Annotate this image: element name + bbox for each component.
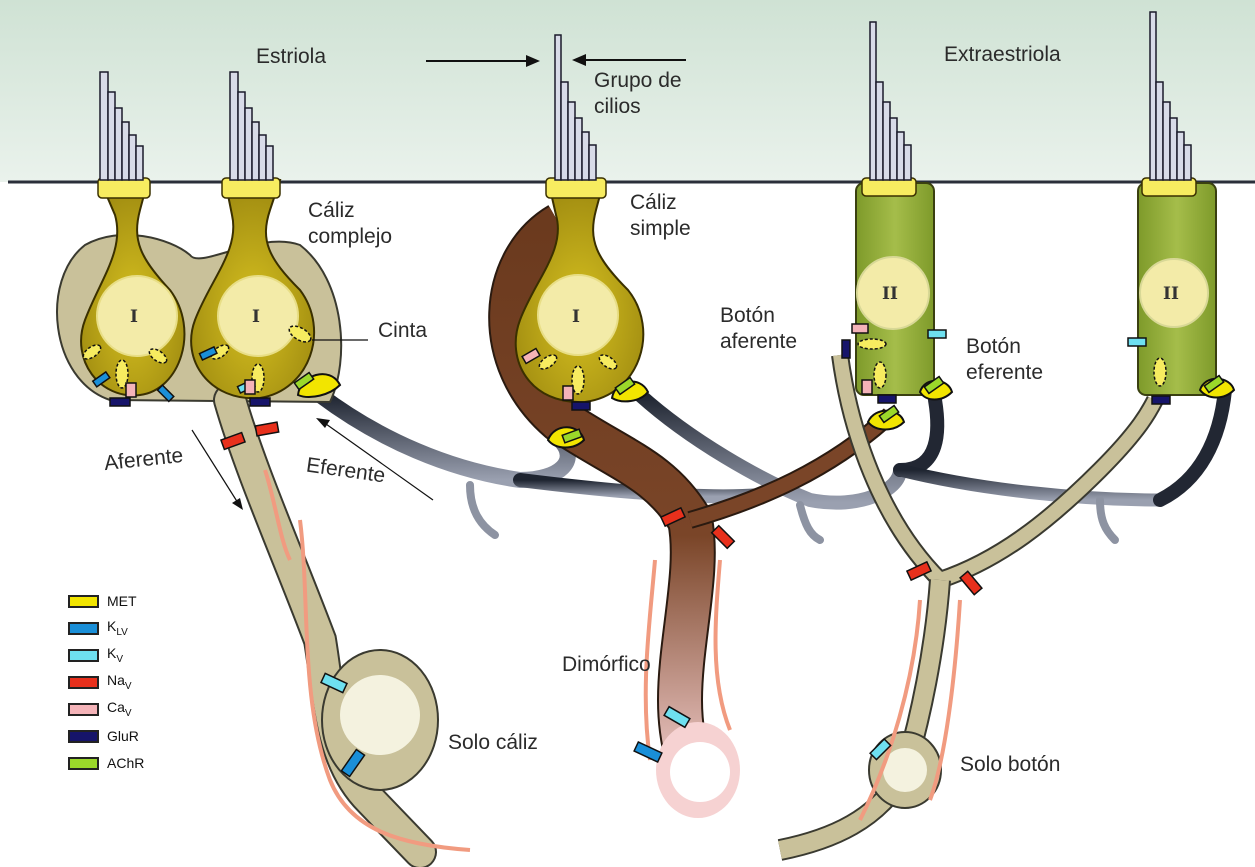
legend-label: KLV bbox=[107, 618, 128, 638]
label-caliz-simple: Cáliz simple bbox=[630, 190, 720, 242]
type-one-label-2: I bbox=[252, 307, 260, 327]
label-estriola: Estriola bbox=[256, 44, 326, 70]
type-one-hair-cell-right bbox=[191, 178, 314, 398]
legend-swatch bbox=[68, 622, 99, 635]
legend: MET KLV KV NaV CaV GluR AChR bbox=[68, 590, 144, 779]
legend-label: NaV bbox=[107, 672, 132, 692]
legend-label: AChR bbox=[107, 755, 144, 771]
legend-item: CaV bbox=[68, 698, 144, 720]
label-boton-eferente: Botón eferente bbox=[966, 334, 1076, 386]
legend-swatch bbox=[68, 757, 99, 770]
label-solo-caliz: Solo cáliz bbox=[448, 730, 538, 756]
legend-swatch bbox=[68, 649, 99, 662]
label-boton-aferente: Botón aferente bbox=[720, 303, 830, 355]
type-one-label-3: I bbox=[572, 307, 580, 327]
type-one-label-1: I bbox=[130, 307, 138, 327]
legend-label: MET bbox=[107, 593, 137, 609]
legend-item: MET bbox=[68, 590, 144, 612]
efferent-fibers bbox=[320, 390, 1225, 540]
label-dimorfico: Dimórfico bbox=[562, 652, 651, 678]
legend-item: KLV bbox=[68, 617, 144, 639]
legend-label: CaV bbox=[107, 699, 132, 719]
type-two-label-2: II bbox=[1163, 284, 1179, 304]
legend-item: KV bbox=[68, 644, 144, 666]
type-two-label-1: II bbox=[882, 284, 898, 304]
legend-swatch bbox=[68, 703, 99, 716]
legend-label: GluR bbox=[107, 728, 139, 744]
legend-swatch bbox=[68, 595, 99, 608]
label-grupo-cilios: Grupo de cilios bbox=[594, 68, 724, 120]
legend-item: NaV bbox=[68, 671, 144, 693]
legend-item: AChR bbox=[68, 752, 144, 774]
efferent-boutons bbox=[298, 374, 1234, 447]
legend-swatch bbox=[68, 676, 99, 689]
label-caliz-complejo: Cáliz complejo bbox=[308, 198, 418, 250]
label-extraestriola: Extraestriola bbox=[944, 42, 1061, 68]
label-solo-boton: Solo botón bbox=[960, 752, 1060, 778]
legend-item: GluR bbox=[68, 725, 144, 747]
legend-label: KV bbox=[107, 645, 123, 665]
legend-swatch bbox=[68, 730, 99, 743]
label-cinta: Cinta bbox=[378, 318, 427, 344]
